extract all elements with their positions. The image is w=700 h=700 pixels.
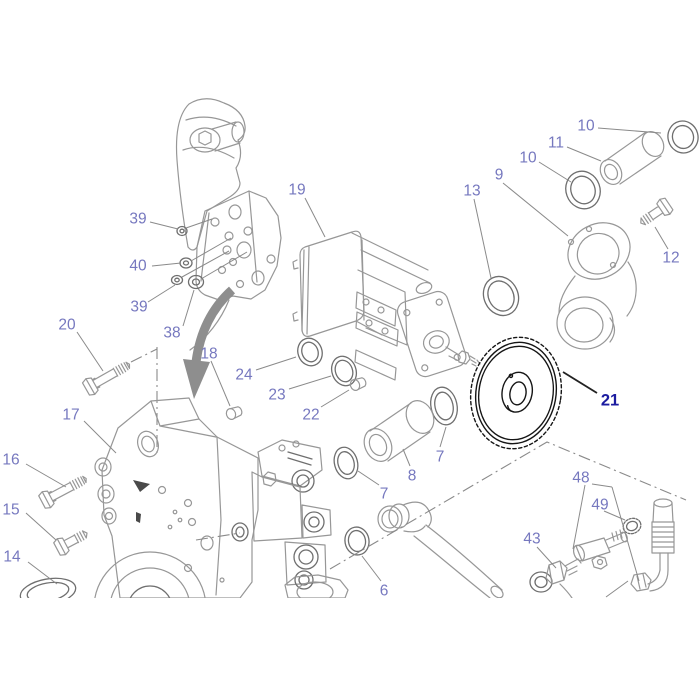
section-boundary-line — [329, 441, 687, 570]
leader-line — [210, 360, 231, 407]
part-label-10: 10 — [519, 150, 537, 167]
part-oring-23 — [330, 355, 358, 387]
part-sensor-43 — [529, 558, 582, 598]
part-label-49: 49 — [591, 497, 608, 514]
part-label-12: 12 — [662, 250, 679, 267]
part-label-39: 39 — [129, 211, 146, 228]
leader-line — [566, 146, 602, 162]
leader-line — [538, 161, 572, 183]
part-labels: 39 40 39 38 20 19 17 16 15 14 18 24 23 22 13 9 10 11 10 12 2… — [2, 118, 679, 600]
part-label-21: 21 — [601, 392, 619, 410]
part-label-13: 13 — [463, 183, 480, 200]
part-label-40: 40 — [129, 258, 147, 275]
leader-line — [304, 197, 326, 238]
part-label-10: 10 — [577, 118, 595, 135]
leader-line — [654, 226, 669, 250]
part-label-22: 22 — [302, 407, 319, 424]
part-drive-gear-21 — [469, 336, 563, 450]
part-label-38: 38 — [163, 325, 180, 342]
leader-line — [562, 371, 598, 394]
leader-line — [603, 510, 626, 521]
leader-line — [605, 580, 629, 598]
part-label-43: 43 — [523, 531, 540, 548]
assembly-direction-arrow — [183, 286, 236, 399]
part-label-39: 39 — [130, 299, 147, 316]
part-label-7: 7 — [436, 449, 445, 466]
part-label-23: 23 — [268, 387, 285, 404]
leader-line — [149, 221, 179, 230]
leader-line — [439, 426, 447, 448]
part-label-14: 14 — [3, 549, 21, 566]
part-label-11: 11 — [548, 135, 564, 152]
part-label-15: 15 — [2, 502, 19, 519]
leader-line — [357, 470, 380, 486]
leader-line — [320, 389, 350, 408]
leader-line — [288, 375, 332, 390]
part-label-18: 18 — [200, 346, 217, 363]
part-label-6: 6 — [380, 583, 389, 600]
part-oring-13 — [482, 275, 520, 317]
part-bolt-15 — [52, 524, 92, 558]
part-pump-19 — [292, 230, 481, 381]
part-oring-7-left — [333, 446, 359, 480]
part-fitting-48 — [572, 529, 628, 570]
part-washer-49 — [622, 517, 642, 535]
part-bolt-16 — [37, 469, 91, 511]
part-elbow-pipe — [377, 501, 504, 598]
part-label-24: 24 — [235, 367, 253, 384]
part-pin-18 — [224, 404, 244, 422]
part-bolt-20 — [80, 355, 135, 398]
leader-line — [25, 512, 57, 541]
leader-line — [502, 182, 569, 237]
leader-line — [536, 546, 557, 569]
leader-line — [591, 483, 613, 488]
leader-line — [151, 262, 182, 267]
leader-line — [402, 448, 411, 467]
leader-line — [473, 198, 492, 279]
part-support-bracket — [175, 98, 282, 351]
leader-lines — [25, 127, 669, 598]
part-bolt-12 — [635, 195, 675, 232]
part-housing-17 — [94, 397, 349, 598]
part-label-48: 48 — [572, 470, 589, 487]
leader-line — [255, 356, 297, 371]
part-bushing-8 — [363, 400, 435, 462]
leader-line — [361, 555, 382, 582]
part-oring-24 — [297, 337, 323, 367]
part-label-7: 7 — [380, 486, 389, 503]
leader-line — [182, 289, 195, 327]
part-label-9: 9 — [495, 167, 504, 184]
part-cable-sensor — [630, 498, 675, 592]
centerline-bolt20 — [130, 348, 158, 363]
leader-line — [572, 484, 586, 550]
part-bushing-11 — [599, 130, 665, 186]
part-oring-10-lower — [565, 170, 601, 210]
part-washers-38-39-40 — [170, 218, 248, 290]
part-oring-10-upper — [667, 120, 699, 154]
part-label-20: 20 — [58, 317, 76, 334]
leader-line — [25, 463, 67, 488]
part-oring-7-right — [430, 386, 458, 426]
leader-line — [76, 331, 104, 372]
leader-line — [611, 486, 640, 582]
part-label-16: 16 — [2, 452, 19, 469]
part-seal-6 — [344, 526, 370, 556]
part-elbow-housing-9 — [556, 222, 637, 350]
leader-line — [597, 127, 662, 134]
part-label-19: 19 — [288, 182, 305, 199]
leader-line — [83, 420, 117, 454]
part-seal-14 — [19, 577, 77, 598]
part-label-8: 8 — [408, 468, 417, 485]
leader-line — [27, 561, 58, 585]
part-label-17: 17 — [62, 407, 79, 424]
leader-line — [147, 284, 176, 303]
